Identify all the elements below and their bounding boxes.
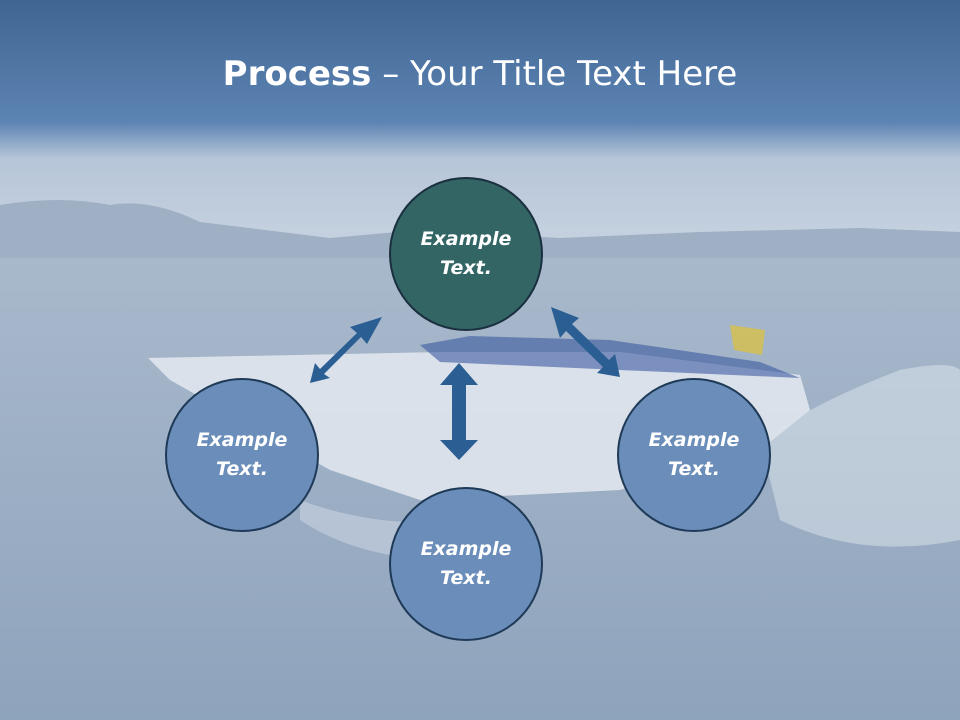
process-node-bottom: Example Text. [389,487,543,641]
process-node-left: Example Text. [165,378,319,532]
node-right-label: Example Text. [648,429,740,480]
process-node-right: Example Text. [617,378,771,532]
title-separator: – [371,54,411,94]
title-bold: Process [222,54,372,94]
process-node-center: Example Text. [389,177,543,331]
node-left-label: Example Text. [196,429,288,480]
slide-title: Process – Your Title Text Here [0,52,960,96]
node-bottom-label: Example Text. [420,538,512,589]
title-rest: Your Title Text Here [410,54,738,94]
node-center-label: Example Text. [420,228,512,279]
